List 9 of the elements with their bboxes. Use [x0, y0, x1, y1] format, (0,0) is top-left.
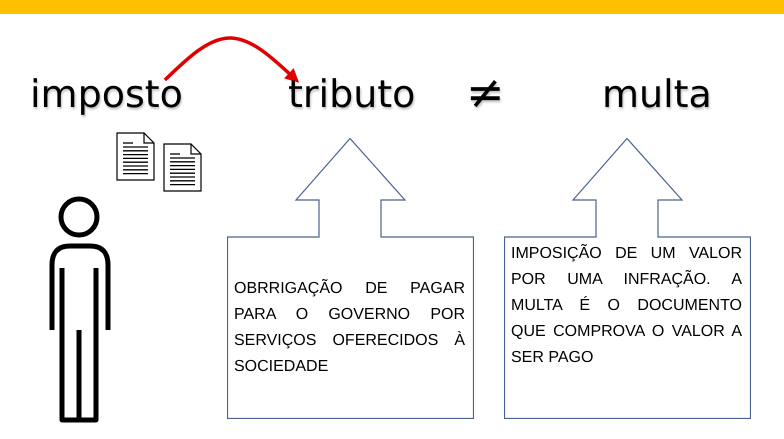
description-text: OBRRIGAÇÃO DE PAGAR PARA O GOVERNO POR SERVIÇOS OFERECIDOS À SOCIEDADE: [234, 278, 465, 377]
not-equal-sign: ≠: [466, 70, 505, 114]
up-arrow-callout: [504, 138, 751, 419]
term-text: multa: [602, 72, 712, 116]
curved-arrow: [164, 36, 300, 83]
up-arrow-callout: [227, 138, 474, 419]
description-text: IMPOSIÇÃO DE UM VALOR POR UMA INFRAÇÃO. A MULTA É O DOCUMENTO QUE COMPROVA O VALOR A SER PAGO: [511, 243, 742, 368]
term-text: imposto: [30, 72, 183, 116]
term-text: tributo: [288, 72, 416, 116]
